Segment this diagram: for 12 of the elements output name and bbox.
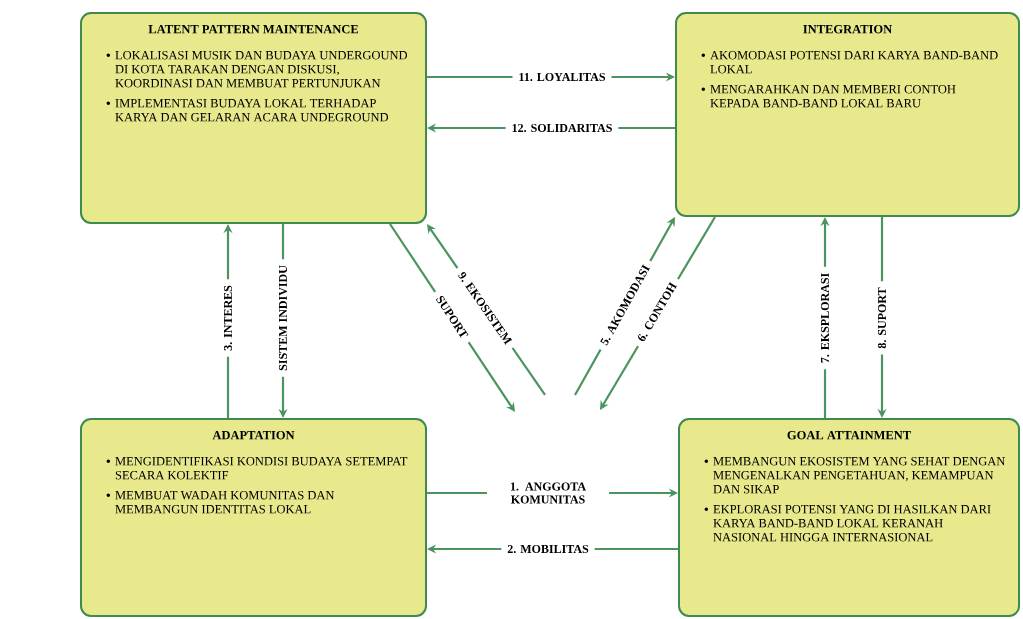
edge-label: 11. LOYALITAS [512, 66, 612, 88]
edge-label: 2. MOBILITAS [501, 538, 595, 560]
function-box: INTEGRATION AKOMODASI POTENSI DARI KARYA BAND-BAND LOKAL MENGARAHKAN DAN MEMBERI CONTOH KEPADA BAND-BAND LOKAL BARU [675, 12, 1020, 217]
edge-label: 8. SUPORT [871, 281, 893, 355]
edge-label: SISTEM INDIVIDU [272, 259, 294, 377]
function-box: GOAL ATTAINMENT MEMBANGUN EKOSISTEM YANG SEHAT DENGAN MENGENALKAN PENGETAHUAN, KEMAMPUAN DAN SIKAP EKPLORASI POTENSI YANG DI HASILKAN DARI KARYA BAND-BAND LOKAL KERANAH NASIONAL HINGGA INTERNASIONAL [678, 418, 1020, 617]
edge-label: 1. ANGGOTA KOMUNITAS [487, 476, 609, 510]
function-box: LATENT PATTERN MAINTENANCE LOKALISASI MUSIK DAN BUDAYA UNDERGOUND DI KOTA TARAKAN DENGAN DISKUSI, KOORDINASI DAN MEMBUAT PERTUNJUKAN IMPLEMENTASI BUDAYA LOKAL TERHADAP KARYA DAN GELARAN ACARA UNDEGROUND [80, 12, 427, 224]
edge-label: 7. EKSPLORASI [814, 266, 836, 370]
edge-label: 3. INTERES [217, 279, 239, 357]
function-box: ADAPTATION MENGIDENTIFIKASI KONDISI BUDAYA SETEMPAT SECARA KOLEKTIF MEMBUAT WADAH KOMUNITAS DAN MEMBANGUN IDENTITAS LOKAL [80, 418, 427, 617]
edge-label: 12. SOLIDARITAS [505, 117, 619, 139]
